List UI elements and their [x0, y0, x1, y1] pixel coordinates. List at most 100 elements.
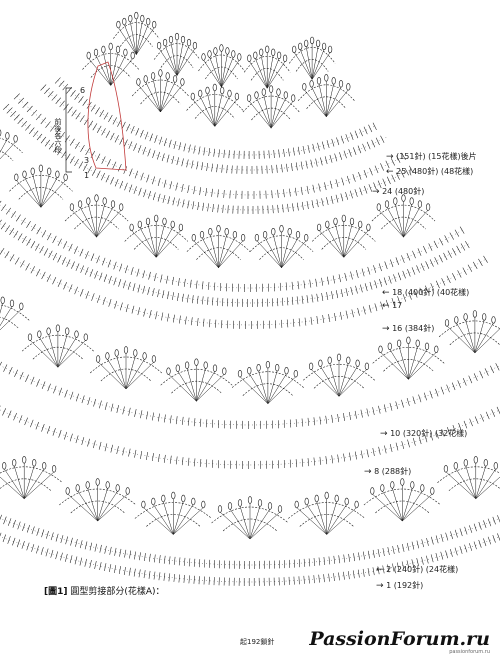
stitch-mark	[50, 124, 56, 132]
stitch-mark	[397, 296, 401, 304]
stitch-mark	[114, 178, 119, 187]
puff-stitch	[232, 231, 237, 239]
puff-stitch	[115, 45, 121, 54]
fan-stitch	[380, 352, 409, 380]
fan-stitch	[475, 468, 497, 499]
stitch-mark	[40, 136, 47, 144]
puff-stitch	[463, 459, 468, 467]
stitch-mark	[313, 417, 316, 426]
puff-stitch	[101, 45, 106, 54]
puff-stitch	[493, 462, 498, 470]
stitch-mark	[178, 574, 180, 583]
stitch-mark	[104, 402, 108, 410]
stitch-mark	[107, 259, 111, 268]
stitch-mark	[385, 299, 389, 308]
stitch-mark	[74, 158, 79, 167]
stitch-mark	[101, 156, 106, 164]
stitch-mark	[89, 542, 93, 551]
puff-stitch	[366, 223, 371, 232]
puff-stitch	[265, 45, 270, 53]
puff-stitch	[86, 197, 91, 205]
stitch-mark	[377, 566, 380, 575]
stitch-mark	[279, 282, 282, 291]
stitch-mark	[61, 151, 67, 159]
stitch-mark	[306, 185, 309, 194]
stitch-mark	[26, 524, 30, 533]
fan-stitch	[199, 96, 216, 127]
stitch-mark	[3, 103, 10, 110]
stitch-mark	[134, 409, 137, 417]
stitch-mark	[401, 255, 405, 263]
fan-stitch	[57, 340, 86, 368]
stitch-mark	[324, 156, 328, 165]
stitch-mark	[310, 316, 313, 325]
stitch-mark	[131, 305, 135, 314]
stitch-mark	[15, 214, 21, 222]
fan-stitch	[201, 237, 219, 268]
stitch-mark	[272, 205, 274, 214]
stitch-mark	[41, 424, 45, 432]
stitch-mark	[87, 397, 91, 405]
fan-stitch	[338, 369, 368, 397]
stitch-mark	[48, 142, 55, 150]
fan-stitch	[48, 334, 59, 368]
stitch-mark	[129, 550, 132, 559]
fan-stitch	[77, 490, 98, 522]
stitch-mark	[492, 535, 496, 543]
stitch-mark	[186, 159, 189, 168]
stitch-mark	[350, 271, 353, 280]
stitch-mark	[93, 440, 96, 449]
stitch-mark	[36, 379, 40, 387]
shell-arch	[0, 137, 23, 154]
puff-stitch	[338, 80, 344, 88]
stitch-mark	[133, 186, 137, 194]
stitch-mark	[203, 576, 205, 585]
puff-stitch	[63, 173, 68, 182]
stitch-mark	[303, 280, 306, 289]
puff-stitch	[173, 75, 178, 83]
fan-stitch	[136, 27, 155, 55]
stitch-mark	[417, 248, 422, 256]
shell-arch-inner	[0, 150, 14, 162]
stitch-mark	[96, 170, 101, 179]
stitch-mark	[458, 422, 462, 431]
stitch-mark	[335, 194, 339, 203]
stitch-mark	[382, 565, 385, 574]
stitch-mark	[40, 84, 47, 91]
stitch-mark	[28, 127, 35, 134]
stitch-mark	[321, 292, 324, 301]
fan-stitch	[266, 55, 274, 89]
stitch-mark	[372, 122, 377, 131]
puff-stitch	[234, 92, 239, 101]
fan-stitch	[256, 97, 272, 129]
stitch-mark	[198, 576, 200, 585]
stitch-mark	[452, 248, 457, 256]
puff-stitch	[222, 367, 227, 375]
fan-stitch	[79, 206, 97, 238]
fan-stitch	[311, 52, 331, 80]
stitch-mark	[423, 392, 427, 401]
stitch-mark	[10, 110, 17, 117]
stitch-mark	[108, 275, 112, 284]
stitch-mark	[307, 144, 310, 153]
stitch-mark	[21, 235, 27, 244]
stitch-mark	[52, 276, 57, 285]
stitch-mark	[46, 530, 49, 539]
stitch-mark	[318, 557, 321, 566]
stitch-mark	[323, 574, 325, 583]
start-chain-note: 起192鎖針	[240, 638, 275, 646]
fan-stitch	[110, 52, 119, 86]
stitch-mark	[464, 544, 468, 553]
stitch-mark	[123, 566, 126, 575]
stitch-mark	[90, 150, 96, 159]
puff-stitch	[309, 362, 314, 370]
stitch-mark	[402, 294, 407, 302]
stitch-mark	[201, 162, 204, 171]
stitch-mark	[41, 529, 45, 538]
stitch-mark	[147, 148, 151, 157]
stitch-mark	[163, 454, 166, 463]
stitch-mark	[364, 185, 368, 194]
stitch-mark	[114, 135, 119, 143]
stitch-mark	[169, 455, 172, 464]
fan-stitch	[318, 83, 327, 117]
